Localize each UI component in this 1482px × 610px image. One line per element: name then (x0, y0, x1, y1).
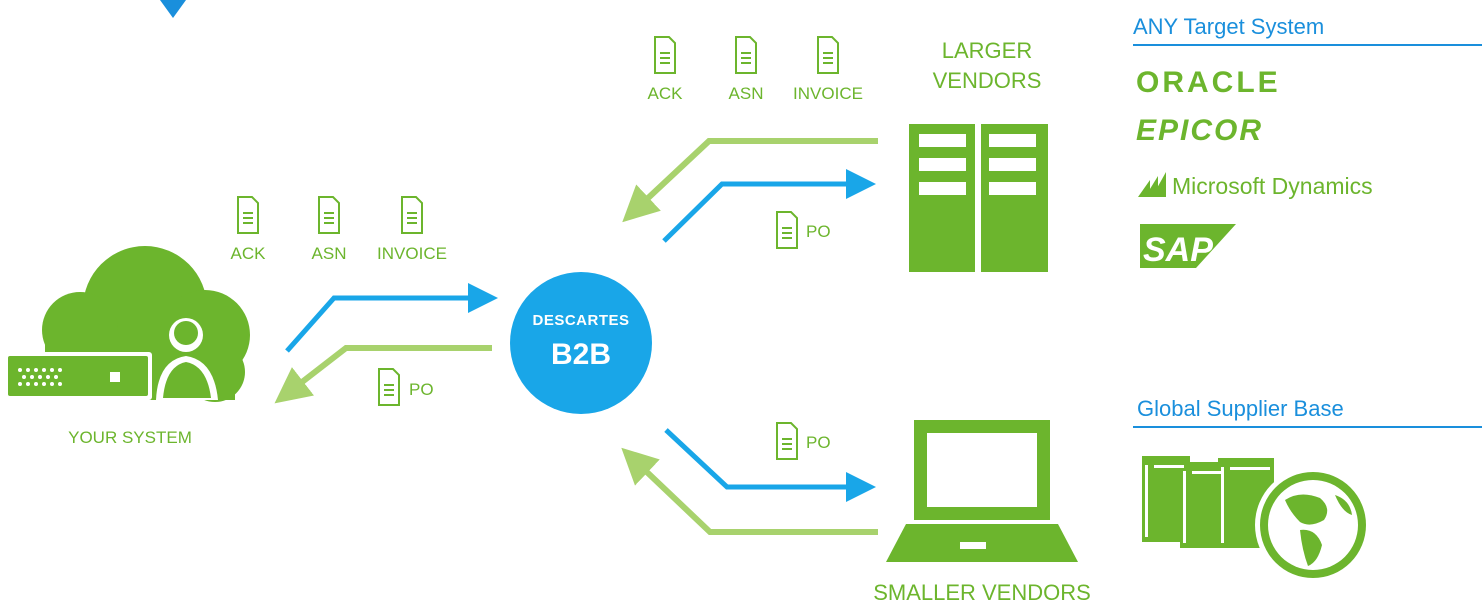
arrow-hub-to-smaller (664, 428, 876, 502)
supplier-icon (1142, 456, 1371, 583)
document-icon (776, 422, 798, 460)
indicator-triangle (160, 0, 186, 18)
doc-label-po: PO (409, 380, 434, 399)
doc-label-asn: ASN (728, 84, 764, 103)
your-system-label: YOUR SYSTEM (68, 428, 192, 447)
hub-circle (510, 272, 652, 414)
document-icon (735, 36, 757, 74)
sap-logo: SAP (1140, 224, 1236, 269)
hub-label-b2b: B2B (550, 338, 611, 371)
target-system-rule (1133, 44, 1482, 46)
document-icon (318, 196, 340, 234)
laptop-icon (886, 420, 1078, 562)
doc-label-po: PO (806, 433, 831, 452)
arrow-system-to-hub (285, 283, 498, 353)
your-system-icon (4, 246, 250, 402)
global-supplier-heading: Global Supplier Base (1137, 396, 1344, 421)
larger-vendors-line1: LARGER (941, 38, 1033, 63)
microsoft-dynamics-icon (1138, 172, 1166, 197)
target-system-heading: ANY Target System (1133, 14, 1325, 39)
arrow-smaller-to-hub (621, 447, 878, 535)
doc-label-invoice: INVOICE (793, 84, 863, 103)
hub-label-descartes: DESCARTES (532, 312, 630, 329)
larger-vendors-label: LARGER VENDORS (912, 36, 1062, 96)
microsoft-dynamics-logo: Microsoft Dynamics (1172, 173, 1373, 199)
arrow-larger-to-hub (622, 138, 878, 223)
oracle-logo: ORACLE (1136, 66, 1281, 99)
epicor-logo: EPICOR (1136, 114, 1264, 147)
arrow-hub-to-system (274, 345, 492, 404)
document-icon (237, 196, 259, 234)
document-icon (654, 36, 676, 74)
doc-label-ack: ACK (230, 244, 266, 263)
doc-label-ack: ACK (647, 84, 683, 103)
document-icon (401, 196, 423, 234)
larger-vendors-line2: VENDORS (932, 68, 1042, 93)
arrow-hub-to-larger (662, 169, 876, 243)
doc-label-asn: ASN (311, 244, 347, 263)
document-icon (776, 211, 798, 249)
document-icon (817, 36, 839, 74)
doc-label-invoice: INVOICE (377, 244, 447, 263)
svg-text:SAP: SAP (1143, 231, 1213, 269)
smaller-vendors-label: SMALLER VENDORS (873, 580, 1091, 605)
global-supplier-rule (1133, 426, 1482, 428)
doc-label-po: PO (806, 222, 831, 241)
server-icon (909, 124, 1048, 272)
document-icon (378, 368, 400, 406)
